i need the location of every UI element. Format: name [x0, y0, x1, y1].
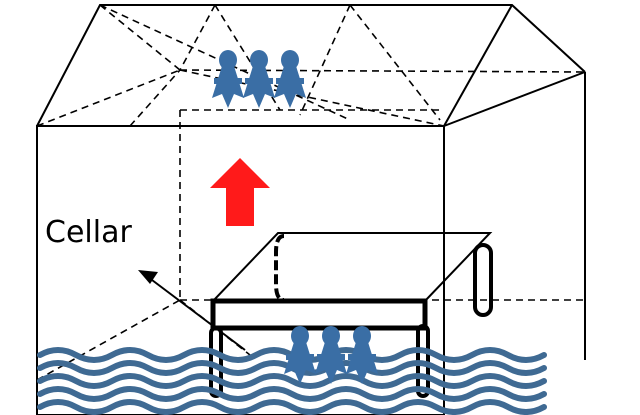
up-arrow-icon	[210, 158, 270, 226]
attic-people	[212, 50, 306, 108]
person-icon	[346, 326, 378, 384]
person-icon	[212, 50, 244, 108]
person-icon	[243, 50, 275, 108]
hidden-edges	[36, 4, 586, 381]
cellar-label: Cellar	[45, 215, 132, 250]
roof-edge	[443, 4, 513, 127]
person-icon	[274, 50, 306, 108]
roof-eave	[443, 71, 586, 127]
house-front-face	[36, 125, 445, 415]
person-icon	[284, 326, 316, 384]
arrow-icon	[138, 270, 246, 351]
water-people	[284, 326, 378, 384]
person-icon	[315, 326, 347, 384]
